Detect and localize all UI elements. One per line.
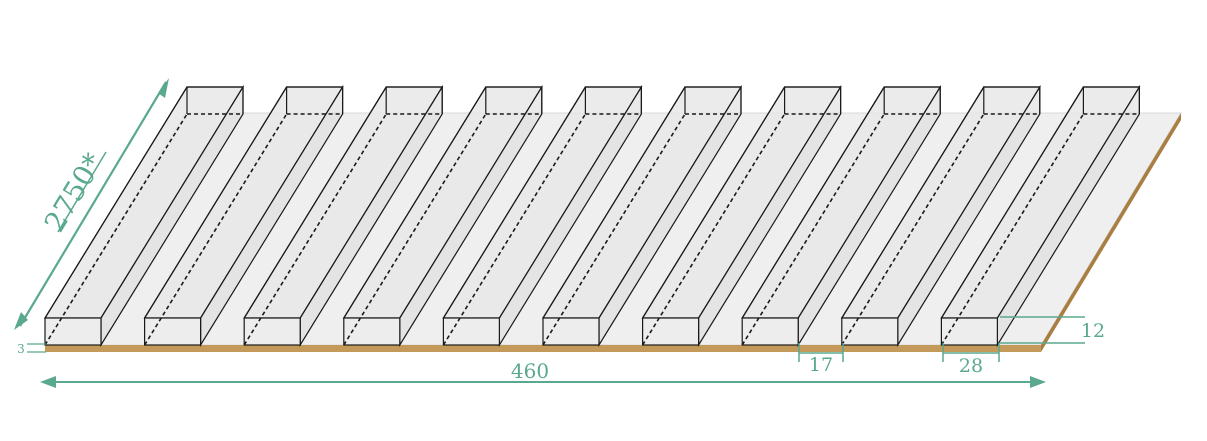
slat-front-face [940, 317, 999, 346]
slat-hidden-edge [542, 113, 686, 346]
length-arrow-top [158, 78, 169, 98]
slat-back-edge [186, 86, 244, 114]
slat-hidden-edge [940, 113, 1085, 346]
width-arrow-right [1030, 376, 1046, 388]
slat-front-face [442, 317, 500, 346]
slat [243, 84, 444, 348]
slat-hidden-edge [143, 113, 288, 346]
slat-front-face [144, 317, 202, 346]
slat-front-face [641, 317, 700, 346]
slat [641, 84, 842, 348]
slat-top-edge [144, 86, 288, 319]
slat-width-dimension: 28 [942, 343, 1000, 377]
width-label: 460 [511, 359, 549, 383]
slat [940, 84, 1141, 348]
slat-back-edge [783, 86, 842, 114]
slat-back-edge [883, 86, 941, 114]
slat-height-dimension: 12 [1000, 316, 1105, 344]
slat-back-edge [385, 86, 443, 114]
slat-hidden-edge [243, 113, 387, 346]
slat [541, 84, 743, 348]
slat-front-face [44, 317, 102, 346]
slat-top-edge [343, 86, 487, 319]
slats-group [43, 84, 1141, 348]
slat-top-edge [642, 86, 786, 319]
slat [840, 84, 1041, 348]
slat-front-face [841, 317, 899, 346]
slat-hidden-edge [641, 113, 786, 346]
width-arrow-left [40, 376, 56, 388]
base-thickness-dimension: 3 [17, 342, 46, 356]
slat-hidden-edge [841, 113, 985, 346]
slat-front-face [243, 317, 301, 346]
slat-back-edge [584, 86, 643, 114]
base-thickness-label: 3 [17, 342, 25, 356]
length-arrow-bottom [14, 312, 28, 330]
slat-top-edge [44, 86, 188, 319]
slat-back-edge [983, 86, 1041, 114]
slat [43, 84, 245, 348]
slat-hidden-edge [44, 113, 188, 346]
slat [741, 84, 942, 348]
slat [143, 84, 344, 348]
slat-hidden-edge [741, 113, 885, 346]
slat-back-edge [286, 86, 344, 114]
slat-back-edge [684, 86, 742, 114]
length-label-underline [57, 151, 107, 233]
board-side-edge [1041, 113, 1181, 352]
slat-front-face [343, 317, 401, 346]
slat-height-label: 12 [1081, 320, 1105, 342]
slat-hidden-edge [442, 113, 587, 346]
slat-width-label: 28 [959, 355, 983, 377]
slat-front-face [542, 317, 600, 346]
slat-top-edge [243, 86, 387, 319]
gap-label: 17 [809, 354, 833, 376]
board-front-edge [45, 345, 1041, 352]
slat-back-edge [1082, 86, 1141, 114]
slat [442, 84, 643, 348]
width-dimension: 460 [40, 359, 1046, 388]
gap-dimension: 17 [798, 343, 844, 376]
slat-top-edge [542, 86, 686, 319]
slat [342, 84, 543, 348]
length-dimension-line [19, 81, 167, 327]
slat-hidden-edge [343, 113, 487, 346]
slat-top-edge [940, 86, 1084, 319]
slat-top-edge [442, 86, 586, 319]
slat-top-edge [841, 86, 985, 319]
slat-top-edge [741, 86, 885, 319]
slat-front-face [741, 317, 799, 346]
slat-back-edge [485, 86, 543, 114]
